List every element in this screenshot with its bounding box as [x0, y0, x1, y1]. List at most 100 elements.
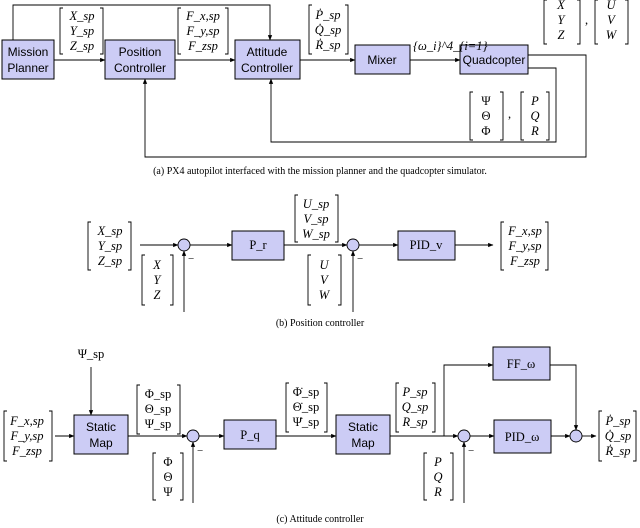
comma-a2: , — [508, 107, 511, 121]
attitude-controller-label-2: Controller — [241, 61, 293, 75]
pos-sp-vector: X_sp Y_sp Z_sp — [59, 7, 104, 55]
mission-planner-label-2: Planner — [7, 61, 48, 75]
panel-c: F_x,sp F_y,sp F_zsp Ψ_sp Static Map Φ_sp… — [3, 346, 637, 525]
pdot-sp-label: Ṗ_sp — [315, 8, 341, 22]
b-z-label: Z — [154, 288, 162, 302]
quadcopter-label: Quadcopter — [463, 53, 526, 67]
attitude-feedback-arrow — [268, 67, 557, 143]
pid-v-block: PID_v — [397, 230, 456, 261]
position-controller-block: Position Controller — [104, 39, 176, 80]
c-psidot-sp-label: Ψ̇_sp — [293, 415, 320, 429]
static-map-block-2: Static Map — [335, 414, 391, 455]
fysp-label: F_y,sp — [186, 24, 220, 38]
xsp-label: X_sp — [69, 9, 95, 23]
static-map-1-label-1: Static — [86, 420, 116, 434]
q-out-label: Q — [530, 109, 539, 123]
att-output-vector: Ψ Θ Φ — [469, 91, 504, 141]
b-w-label: W — [319, 288, 331, 302]
w-out-label: W — [606, 28, 618, 42]
c-ff-branch-arrow — [443, 362, 494, 436]
fzsp-label: F_zsp — [187, 39, 218, 53]
c-psp-label: P_sp — [402, 385, 428, 399]
c-p-label: P — [433, 455, 442, 469]
c-att-sp-vector: Φ_sp Θ_sp Ψ_sp — [136, 384, 181, 435]
rates-output-vector: P Q R — [520, 91, 550, 141]
c-fzsp-label: F_zsp — [11, 444, 42, 458]
c-phi-label: Φ — [163, 455, 172, 469]
c-fxsp-label: F_x,sp — [9, 414, 44, 428]
c-sum-1 — [186, 429, 200, 443]
theta-out-label: Θ — [481, 109, 490, 123]
c-rates-sp-vector: P_sp Q_sp R_sp — [395, 382, 436, 433]
b-pos-fb-vector: X Y Z — [141, 254, 174, 306]
z-out-label: Z — [558, 28, 566, 42]
c-ff-to-sum3-arrow — [550, 364, 579, 431]
p-out-label: P — [530, 94, 539, 108]
pid-v-label: PID_v — [410, 238, 443, 252]
b-sum-2 — [346, 238, 360, 252]
psi-out-label: Ψ — [481, 94, 491, 108]
attitude-controller-label-1: Attitude — [247, 45, 288, 59]
c-sum-1-minus: − — [197, 445, 203, 457]
mission-planner-block: Mission Planner — [1, 39, 55, 80]
rotor-speeds-label: {ω_i}^4_{i=1} — [413, 39, 487, 53]
zsp-label: Z_sp — [70, 39, 94, 53]
pid-omega-block: PID_ω — [493, 419, 552, 454]
b-sum-1-minus: − — [188, 253, 194, 265]
force-sp-vector: F_x,sp F_y,sp F_zsp — [177, 7, 229, 55]
c-fysp-label: F_y,sp — [10, 429, 44, 443]
b-fxsp-label: F_x,sp — [507, 224, 542, 238]
b-u-label: U — [319, 258, 329, 272]
c-theta-label: Θ — [163, 470, 172, 484]
p-q-label: P_q — [240, 428, 260, 442]
b-force-sp-vector: F_x,sp F_y,sp F_zsp — [500, 221, 549, 271]
static-map-block-1: Static Map — [73, 414, 129, 455]
comma-a1: , — [585, 13, 588, 27]
c-phidot-sp-label: Φ̇_sp — [293, 385, 320, 399]
fxsp-label: F_x,sp — [185, 9, 220, 23]
c-psi-sp-vec-label: Ψ_sp — [145, 417, 172, 431]
c-phi-sp-label: Φ_sp — [145, 387, 172, 401]
c-sum-2-minus: − — [468, 445, 474, 457]
b-v-label: V — [320, 273, 329, 287]
v-out-label: V — [607, 13, 616, 27]
phi-out-label: Φ — [481, 124, 490, 138]
panel-b: X_sp Y_sp Z_sp − X Y Z P_r U_sp V_sp W_s… — [87, 194, 549, 329]
caption-c: (c) Attitude controller — [276, 514, 364, 525]
c-att-fb-vector: Φ Θ Ψ — [152, 452, 184, 501]
ysp-label: Y_sp — [70, 24, 94, 38]
static-map-2-label-2: Map — [351, 436, 375, 450]
caption-b: (b) Position controller — [276, 318, 365, 329]
c-psi-label: Ψ — [163, 485, 173, 499]
position-controller-label-1: Position — [119, 45, 162, 59]
position-controller-label-2: Controller — [114, 61, 166, 75]
static-map-2-label-1: Static — [348, 420, 378, 434]
x-out-label: X — [556, 0, 566, 12]
caption-a: (a) PX4 autopilot interfaced with the mi… — [153, 166, 487, 177]
c-sum-2 — [457, 429, 471, 443]
p-r-block: P_r — [231, 230, 285, 261]
p-q-block: P_q — [223, 419, 277, 450]
mission-planner-label-1: Mission — [8, 45, 49, 59]
mixer-label: Mixer — [367, 53, 396, 67]
attitude-controller-block: Attitude Controller — [234, 39, 301, 80]
c-pdot-sp-label: Ṗ_sp — [605, 414, 631, 428]
b-fzsp-label: F_zsp — [509, 254, 540, 268]
b-vel-sp-vector: U_sp V_sp W_sp — [294, 194, 339, 243]
b-vsp-label: V_sp — [304, 212, 329, 226]
rate-dot-sp-vector: Ṗ_sp Q̇_sp Ṙ_sp — [308, 4, 349, 55]
b-usp-label: U_sp — [303, 197, 329, 211]
mixer-block: Mixer — [354, 44, 411, 75]
b-x-label: X — [152, 258, 162, 272]
y-out-label: Y — [558, 13, 567, 27]
panel-a: Mission Planner Position Controller Atti… — [1, 0, 629, 177]
b-sum-2-minus: − — [357, 253, 363, 265]
ff-omega-block: FF_ω — [492, 346, 551, 381]
c-r-label: R — [433, 485, 442, 499]
c-att-dot-sp-vector: Φ̇_sp Θ̇_sp Ψ̇_sp — [285, 382, 328, 433]
c-rdot-sp-label: Ṙ_sp — [605, 444, 631, 458]
b-xsp-label: X_sp — [97, 224, 123, 238]
b-y-label: Y — [154, 273, 163, 287]
b-zsp-label: Z_sp — [98, 254, 122, 268]
b-ysp-label: Y_sp — [98, 239, 122, 253]
